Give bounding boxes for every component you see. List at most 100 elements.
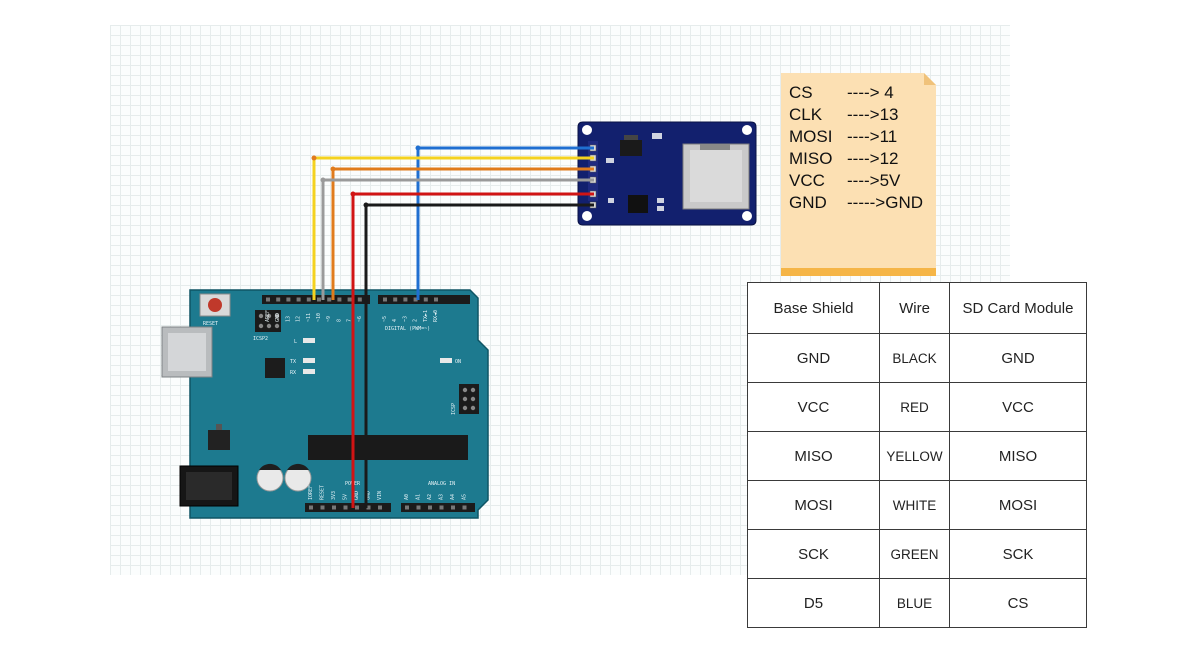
table-row: GND BLACK GND [747, 333, 1087, 383]
header-pin [347, 297, 352, 302]
power-analog-header [305, 503, 475, 512]
cell-base-shield: GND [747, 333, 880, 383]
digital-header [262, 295, 470, 304]
icsp2-header [255, 310, 281, 332]
header-pin [383, 297, 387, 302]
icsp-header [459, 384, 479, 414]
cell-sd-module: MOSI [949, 480, 1087, 530]
table-row: VCC RED VCC [747, 382, 1087, 432]
header-pin [286, 297, 291, 302]
pin-label: ~11 [306, 313, 312, 322]
sd-card-module [577, 121, 757, 226]
usb-chip [265, 358, 285, 378]
pin-label: ~9 [326, 316, 332, 322]
header-pin [320, 505, 325, 510]
header-wire: Wire [879, 282, 950, 334]
led-on [440, 358, 452, 363]
cell-wire: BLUE [879, 578, 950, 628]
wire-grey-miso [321, 178, 594, 300]
wire-blue-cs [416, 146, 594, 300]
header-pin [266, 297, 270, 302]
atmega-chip [308, 435, 468, 460]
note-line-cs: CS----> 4 [789, 82, 923, 104]
note-pin: VCC [789, 171, 825, 190]
pin-label: 12 [296, 316, 302, 322]
table-row: SCK GREEN SCK [747, 529, 1087, 579]
pin-label: 5V [343, 494, 349, 500]
led-rx [303, 369, 315, 374]
pin-label: GND [354, 491, 360, 500]
note-target: ----> 4 [847, 83, 894, 102]
header-pin [393, 297, 398, 302]
sd-level-shifter [628, 195, 648, 213]
pin-label: A4 [450, 494, 456, 500]
header-pin [296, 297, 301, 302]
pin-label: ~5 [382, 316, 388, 322]
pin-mapping-note: CS----> 4 CLK ---->13 MOSI ---->11 MISO---… [781, 73, 936, 276]
header-pin [423, 297, 428, 302]
note-target: ---->13 [847, 105, 899, 124]
pin-label: 8 [336, 319, 342, 322]
header-pin [317, 297, 321, 302]
cell-wire: YELLOW [879, 431, 950, 481]
pin-label: RX◄0 [433, 310, 439, 322]
wires [311, 145, 594, 508]
note-line-gnd: GND ----->GND [789, 192, 923, 214]
note-pin: MOSI [789, 127, 833, 146]
note-target: ---->11 [847, 127, 898, 146]
header-pin [343, 505, 348, 510]
pin-label: ~6 [357, 316, 363, 322]
pin-label: GND [275, 313, 281, 322]
table-row: D5 BLUE CS [747, 578, 1087, 628]
arduino-pcb [189, 289, 489, 519]
note-pin: GND [789, 193, 827, 212]
note-target: ----->GND [847, 193, 924, 212]
pin-label: ~10 [316, 313, 322, 322]
note-target: ---->5V [847, 171, 901, 190]
pin-label: A1 [416, 494, 422, 500]
header-sd-card-module: SD Card Module [949, 282, 1087, 334]
note-paper [781, 73, 936, 276]
analog-label: ANALOG IN [428, 481, 455, 487]
sd-regulator [620, 140, 642, 156]
pin-label: A0 [404, 494, 410, 500]
cell-wire: GREEN [879, 529, 950, 579]
led-tx [303, 358, 315, 363]
note-pin: CLK [789, 105, 823, 124]
led-label-rx: RX [290, 370, 296, 376]
cell-sd-module: SCK [949, 529, 1087, 579]
pin-label: RESET [320, 485, 326, 500]
table-row: MISO YELLOW MISO [747, 431, 1087, 481]
wire-orange-mosi [331, 167, 594, 300]
icsp2-label: ICSP2 [253, 336, 268, 342]
header-pin [357, 297, 362, 302]
pin-label: TX►1 [423, 310, 429, 322]
header-pin [428, 505, 432, 510]
wire-joints [311, 145, 421, 208]
cell-sd-module: CS [949, 578, 1087, 628]
header-pin [276, 297, 281, 302]
pin-label: 4 [392, 319, 398, 322]
cell-wire: BLACK [879, 333, 950, 383]
note-line-miso: MISO---->12 [789, 148, 923, 170]
header-pin [439, 505, 444, 510]
header-pin [355, 505, 359, 510]
pin-label: AREF [265, 310, 271, 322]
pin-label: VIN [377, 491, 383, 500]
cell-base-shield: D5 [747, 578, 880, 628]
header-pin [451, 505, 455, 510]
cell-sd-module: GND [949, 333, 1087, 383]
cell-sd-module: VCC [949, 382, 1087, 432]
note-line-vcc: VCC ---->5V [789, 170, 923, 192]
note-lines: CS----> 4 CLK ---->13 MOSI ---->11 MISO---… [789, 82, 923, 214]
led-label-l: L [294, 339, 297, 345]
pin-label: A5 [462, 494, 468, 500]
header-pin [366, 505, 371, 510]
led-l [303, 338, 315, 343]
icsp-label: ICSP [451, 403, 457, 415]
led-label-on: ON [455, 359, 461, 365]
note-line-mosi: MOSI ---->11 [789, 126, 923, 148]
cell-wire: RED [879, 382, 950, 432]
